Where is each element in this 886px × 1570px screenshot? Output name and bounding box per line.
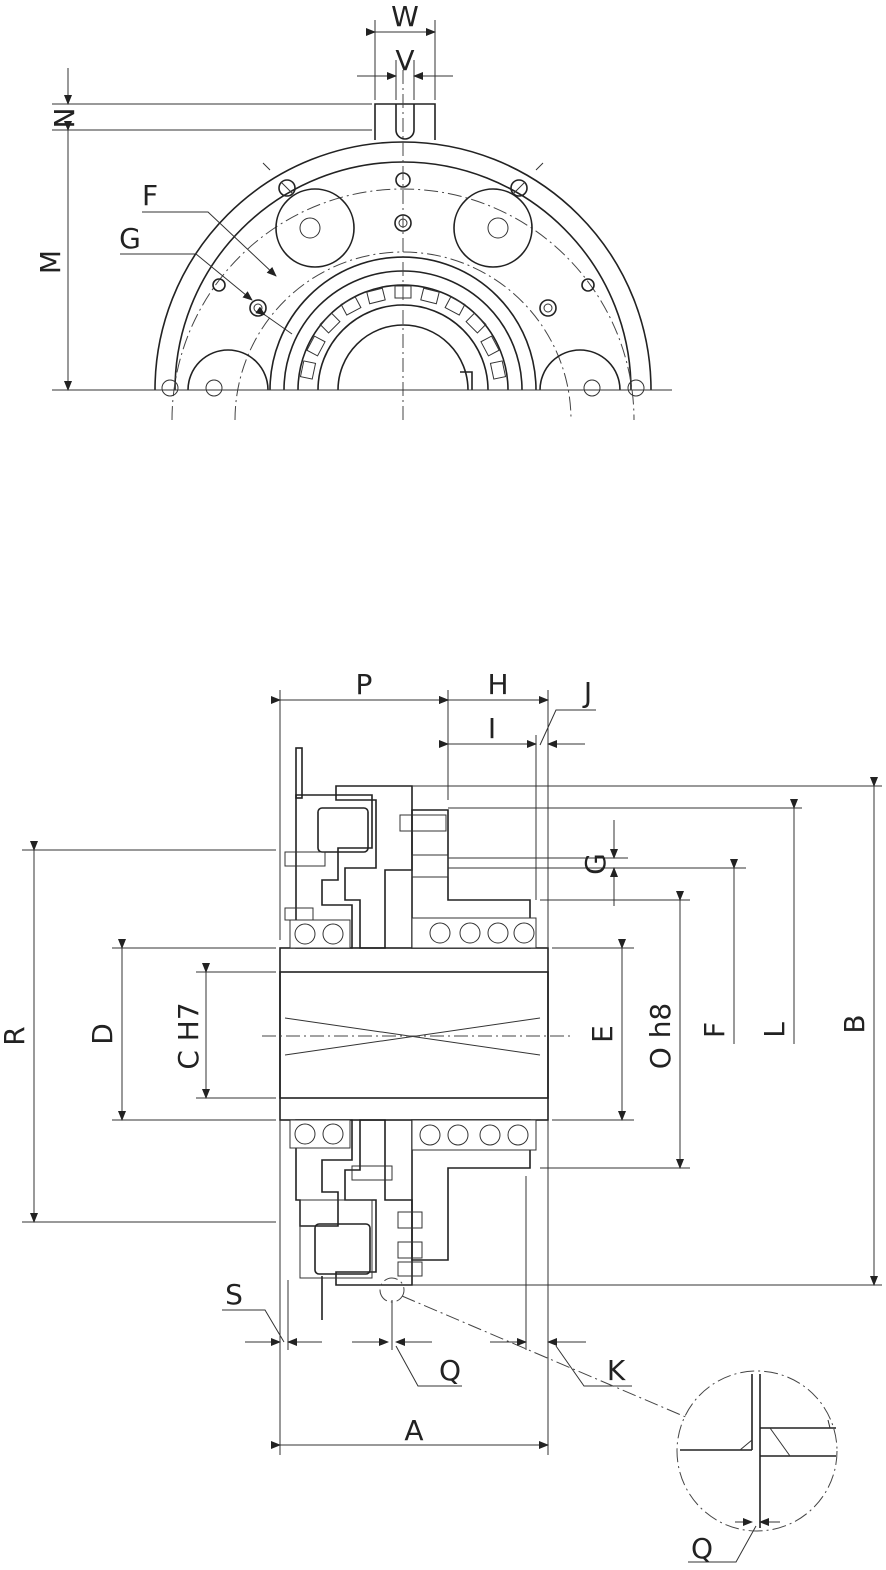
label-K: K (607, 1354, 626, 1387)
label-L: L (758, 1022, 791, 1038)
label-J: J (582, 676, 592, 709)
label-H: H (487, 668, 508, 701)
label-Q-section: Q (439, 1354, 461, 1387)
detail-view: Q (676, 1370, 838, 1565)
label-Q-detail: Q (691, 1532, 713, 1565)
label-N: N (48, 108, 81, 129)
label-D: D (86, 1023, 119, 1045)
section-view: P H J I G R D C H7 (0, 668, 882, 1455)
label-G-section: G (579, 853, 612, 875)
label-S: S (225, 1278, 243, 1311)
top-elevation-view: W V N M F G (34, 0, 672, 421)
label-F-section: F (698, 1022, 731, 1038)
label-E: E (586, 1025, 619, 1043)
label-R: R (0, 1026, 31, 1045)
label-P: P (356, 668, 373, 701)
label-C-H7: C H7 (172, 1002, 205, 1069)
label-F: F (142, 179, 158, 212)
label-M: M (34, 250, 67, 274)
label-I: I (488, 712, 496, 745)
label-V: V (395, 44, 414, 77)
label-W: W (391, 0, 419, 33)
label-O-h8: O h8 (644, 1003, 677, 1070)
label-B: B (838, 1014, 871, 1033)
label-A: A (404, 1414, 423, 1447)
label-G-top: G (119, 222, 141, 255)
